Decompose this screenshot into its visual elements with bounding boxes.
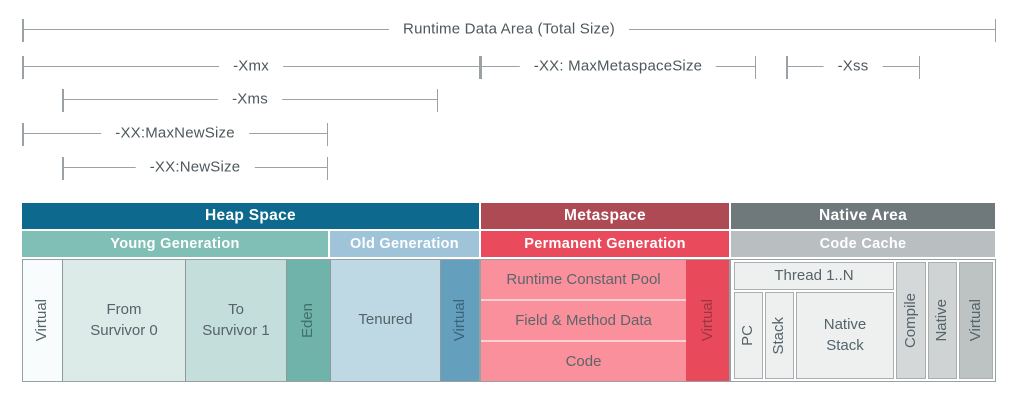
cell-heap-virtual-right-label: Virtual	[450, 299, 468, 342]
cell-native-label: Native	[933, 299, 951, 342]
cell-from-survivor-0: From Survivor 0	[63, 260, 186, 381]
metaspace-header: Metaspace	[481, 203, 729, 229]
bracket-xms: -Xms	[62, 89, 438, 112]
cell-metaspace-virtual: Virtual	[686, 260, 729, 381]
code-cache-header: Code Cache	[731, 231, 995, 257]
bracket-runtime-data-area: Runtime Data Area (Total Size)	[22, 19, 996, 42]
young-generation-header: Young Generation	[22, 231, 328, 257]
cell-native-virtual-label: Virtual	[966, 299, 984, 342]
bracket-new-size: -XX:NewSize	[62, 157, 328, 180]
bracket-xmx-label: -Xmx	[219, 57, 283, 75]
native-area-header: Native Area	[731, 203, 995, 229]
bracket-max-metaspace-size-label: -XX: MaxMetaspaceSize	[519, 57, 717, 75]
bracket-max-new-size: -XX:MaxNewSize	[22, 123, 328, 146]
bracket-xss-label: -Xss	[823, 57, 883, 75]
bracket-max-new-size-label: -XX:MaxNewSize	[101, 124, 249, 142]
bracket-runtime-data-area-label: Runtime Data Area (Total Size)	[389, 20, 629, 38]
cell-heap-virtual-left: Virtual	[23, 260, 63, 381]
cell-eden-label: Eden	[299, 302, 317, 339]
heap-space-header: Heap Space	[22, 203, 479, 229]
cell-runtime-constant-pool: Runtime Constant Pool	[481, 260, 686, 299]
cell-heap-virtual-left-label: Virtual	[33, 299, 51, 342]
cell-compile: Compile	[896, 262, 926, 379]
cell-field-method-data: Field & Method Data	[481, 299, 686, 340]
cell-eden: Eden	[287, 260, 331, 381]
bracket-xss: -Xss	[786, 56, 920, 79]
cell-stack: Stack	[765, 292, 794, 379]
cell-thread-1-n: Thread 1..N	[734, 262, 894, 290]
bracket-new-size-label: -XX:NewSize	[135, 158, 255, 176]
bracket-max-metaspace-size: -XX: MaxMetaspaceSize	[480, 56, 756, 79]
cell-to-survivor-1: To Survivor 1	[186, 260, 287, 381]
cell-pc-label: PC	[739, 325, 757, 346]
cell-tenured: Tenured	[331, 260, 441, 381]
cell-native-stack: Native Stack	[796, 292, 894, 379]
native-body: Thread 1..N PC Stack Native Stack Compil…	[730, 259, 996, 382]
cell-heap-virtual-right: Virtual	[441, 260, 479, 381]
permanent-generation-header: Permanent Generation	[481, 231, 729, 257]
cell-pc: PC	[734, 292, 763, 379]
cell-compile-label: Compile	[901, 292, 919, 349]
cell-code: Code	[481, 340, 686, 381]
cell-native-virtual: Virtual	[959, 262, 993, 379]
old-generation-header: Old Generation	[330, 231, 479, 257]
bracket-xmx: -Xmx	[22, 56, 480, 79]
metaspace-body: Runtime Constant Pool Field & Method Dat…	[480, 259, 730, 382]
metaspace-rows: Runtime Constant Pool Field & Method Dat…	[481, 260, 686, 381]
heap-body: Virtual From Survivor 0 To Survivor 1 Ed…	[22, 259, 480, 382]
cell-metaspace-virtual-label: Virtual	[699, 299, 716, 342]
cell-stack-label: Stack	[770, 316, 788, 355]
bracket-xms-label: -Xms	[218, 90, 282, 108]
cell-native: Native	[928, 262, 957, 379]
